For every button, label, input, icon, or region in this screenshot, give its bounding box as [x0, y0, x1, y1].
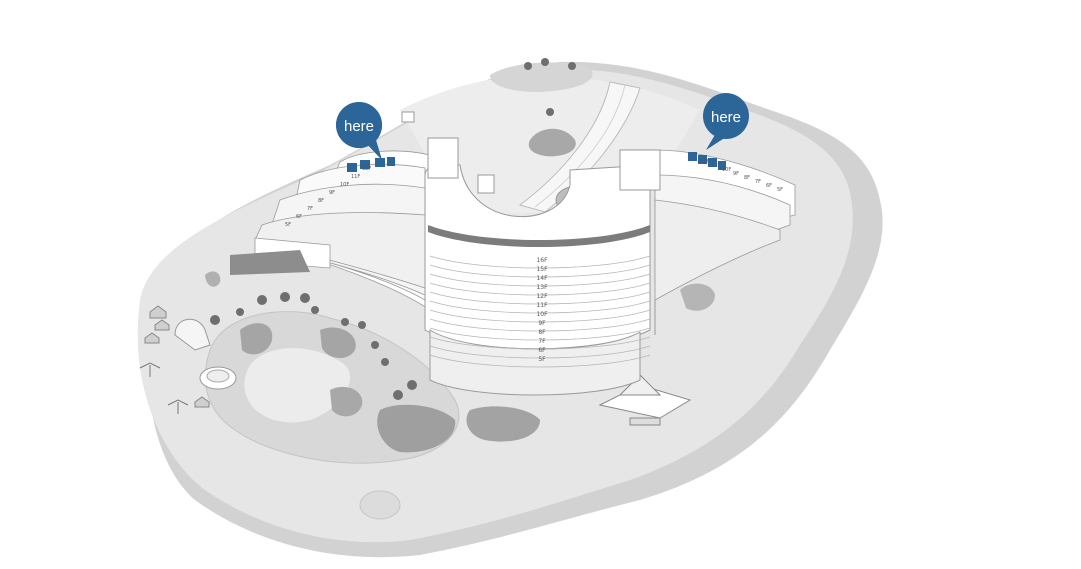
rock-2	[320, 327, 356, 359]
tower-floor-line	[429, 282, 651, 296]
left-wing	[254, 150, 431, 311]
marker-label-right: here	[711, 109, 741, 126]
parasols	[139, 362, 189, 414]
garden-arch	[174, 318, 211, 351]
left-wing-floor-label: 6F	[296, 214, 302, 220]
tower-floor-label: 7F	[538, 338, 546, 345]
right-wing-floor-label: 6F	[766, 183, 772, 189]
main-tower	[401, 111, 661, 396]
tower-floor-label: 9F	[538, 320, 546, 327]
right-wing-floor-label: 10F	[722, 167, 731, 173]
rooftop-shed	[401, 111, 415, 123]
marker-circle-right	[703, 93, 749, 139]
here-marker-left[interactable]: here	[336, 102, 383, 160]
right-wing-floor-label: 5F	[777, 187, 783, 193]
palm-trees	[210, 58, 576, 400]
tower-floor-line	[429, 345, 651, 359]
right-wing-floor-label: 12F	[700, 159, 709, 165]
tower-roof-right	[619, 149, 661, 191]
rock-1	[240, 323, 273, 355]
tower-floor-line	[429, 354, 651, 368]
tower-floor-lines	[429, 255, 651, 368]
right-wing-floor-label: 9F	[733, 171, 739, 177]
round-gazebo-inner	[206, 369, 230, 383]
here-marker-right[interactable]: here	[703, 93, 749, 150]
access-road-edge	[534, 84, 626, 208]
rock-5	[330, 386, 363, 417]
tower-floor-label: 15F	[536, 266, 548, 273]
highlighted-rooms-left	[347, 157, 395, 172]
left-wing-floor-label: 9F	[329, 190, 335, 196]
tower-floor-line	[429, 264, 651, 278]
tower-floor-label: 6F	[538, 347, 546, 354]
tower-roof-left	[427, 137, 459, 179]
pool	[244, 348, 351, 423]
tower-floor-label: 13F	[536, 284, 548, 291]
chapel	[598, 374, 692, 426]
left-wing-floor-label: 5F	[285, 222, 291, 228]
rock-6	[680, 283, 715, 311]
rock-3	[377, 404, 456, 453]
tower-floor-line	[429, 300, 651, 314]
tower-floor-line	[429, 273, 651, 287]
left-wing-floor-label: 8F	[318, 198, 324, 204]
left-wing-floor-label: 12F	[362, 166, 371, 172]
rock-4	[466, 406, 540, 442]
tower-floor-line	[429, 318, 651, 332]
marker-label-left: here	[344, 118, 374, 135]
tower-floor-line	[429, 327, 651, 341]
top-hill	[490, 62, 593, 92]
garden-mound	[528, 128, 576, 157]
left-wing-floor-label: 10F	[340, 182, 349, 188]
rock-7	[205, 271, 221, 287]
tower-floor-line	[429, 255, 651, 269]
right-wing-floor-label: 7F	[755, 179, 761, 185]
tower-floor-labels: 16F 15F 14F 13F 12F 11F 10F 9F 8F 7F 6F 5F	[536, 257, 548, 363]
tower-floor-label: 5F	[538, 356, 546, 363]
marker-tail-right	[706, 133, 726, 150]
tower-floor-label: 14F	[536, 275, 548, 282]
left-wing-lower	[230, 250, 310, 275]
marker-circle-left	[336, 102, 382, 148]
left-wing-floor-label: 7F	[307, 206, 313, 212]
tower-floor-label: 12F	[536, 293, 548, 300]
tower-floor-label: 11F	[536, 302, 548, 309]
right-wing	[654, 149, 796, 301]
marker-tail-left	[366, 140, 382, 160]
tower-floor-line	[429, 336, 651, 350]
tower-floor-label: 10F	[536, 311, 548, 318]
left-wing-floor-label: 11F	[351, 174, 360, 180]
tower-floor-label: 8F	[538, 329, 546, 336]
tower-floor-line	[429, 291, 651, 305]
right-wing-floor-label: 11F	[711, 163, 720, 169]
garden-pond	[359, 490, 401, 520]
highlighted-rooms-right	[688, 152, 726, 170]
tower-floor-label: 16F	[536, 257, 548, 264]
right-wing-floor-label: 8F	[744, 175, 750, 181]
tower-roof-box	[477, 174, 495, 194]
tower-floor-line	[429, 309, 651, 323]
beach-huts	[144, 305, 210, 408]
